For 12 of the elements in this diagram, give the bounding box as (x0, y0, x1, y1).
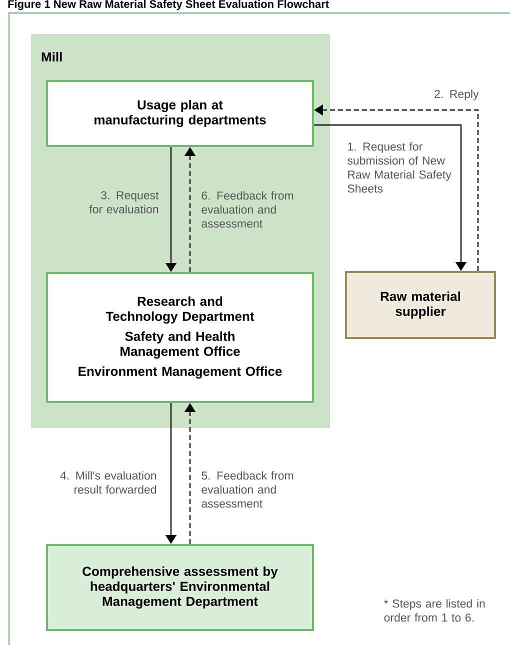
department-box: Usage plan at manufacturing departments (46, 80, 314, 147)
department-box: Comprehensive assessment by headquarters' Environmental Management Department (46, 544, 314, 631)
edge-label: 2. Reply (434, 90, 479, 100)
footnote: * Steps are listed in order from 1 to 6. (384, 599, 485, 622)
edge-label: 1. Request for submission of New Raw Material Safety Sheets (348, 142, 452, 193)
title: Figure 1 New Raw Material Safety Sheet Evaluation Flowchart (8, 0, 329, 10)
edge-label: 5. Feedback from evaluation and assessment (202, 471, 294, 508)
edge-label: 6. Feedback from evaluation and assessment (202, 191, 294, 228)
supplier-box: Raw material supplier (345, 271, 496, 339)
edge-label: 3. Request for evaluation (89, 191, 159, 214)
edge-label: 4. Mill's evaluation result forwarded (60, 471, 156, 494)
department-box: Research and Technology Department Safety and Health Management Office Environment Management Office (46, 272, 314, 403)
